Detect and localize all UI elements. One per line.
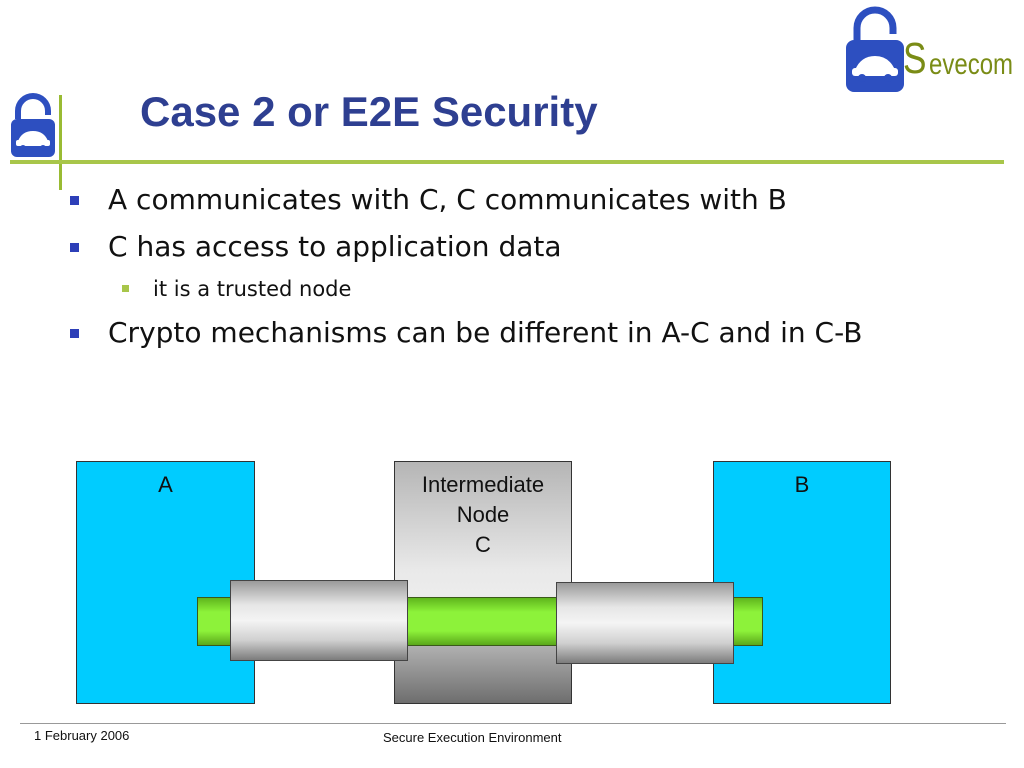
footer-rule	[20, 723, 1006, 724]
node-b-box: B	[713, 461, 891, 704]
channel-right-green-tube	[731, 597, 763, 646]
node-b-label: B	[794, 472, 810, 497]
logo-initial: S	[903, 34, 927, 83]
node-c-box: Intermediate Node C	[394, 461, 572, 704]
footer-title: Secure Execution Environment	[383, 730, 562, 745]
header-horizontal-rule	[10, 160, 1004, 164]
padlock-car-icon	[11, 93, 55, 157]
bullet-text: Crypto mechanisms can be different in A-…	[108, 316, 863, 349]
node-c-label-line2: Node	[456, 502, 510, 527]
secure-channel-a-c	[230, 580, 408, 661]
padlock-car-icon	[846, 6, 904, 92]
slide-title: Case 2 or E2E Security	[140, 88, 598, 135]
bullet-square-icon	[70, 196, 79, 205]
sub-bullet-square-icon	[122, 285, 129, 292]
sub-bullet-text: it is a trusted node	[153, 277, 352, 301]
node-a-label: A	[158, 472, 173, 497]
logo-text: evecom	[929, 48, 1014, 81]
node-a-box: A	[76, 461, 255, 704]
node-c-label-line1: Intermediate	[421, 472, 545, 497]
bullet-text: A communicates with C, C communicates wi…	[108, 183, 787, 216]
footer-date: 1 February 2006	[34, 728, 130, 743]
header-vertical-rule	[59, 95, 62, 190]
node-c-label-line3: C	[475, 532, 491, 557]
secure-channel-c-b	[556, 582, 734, 664]
bullet-square-icon	[70, 329, 79, 338]
sevecom-logo: S evecom	[843, 4, 1013, 96]
channel-middle-green-tube	[406, 597, 558, 646]
bullet-square-icon	[70, 243, 79, 252]
channel-left-green-tube	[197, 597, 233, 646]
bullet-text: C has access to application data	[108, 230, 562, 263]
